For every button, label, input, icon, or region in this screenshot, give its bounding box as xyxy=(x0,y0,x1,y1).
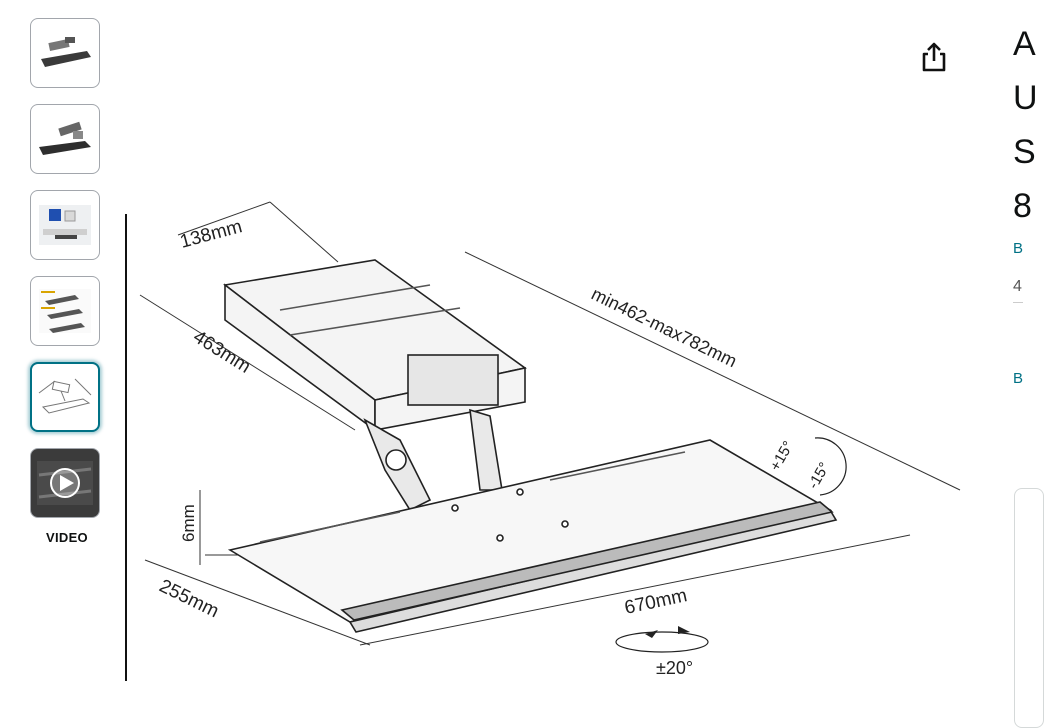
dim-tilt-down: -15° xyxy=(805,460,834,492)
dim-tray-depth: 255mm xyxy=(156,576,222,623)
dim-bracket-width: 138mm xyxy=(178,216,245,253)
keyboard-tray-photo-1 xyxy=(41,37,91,67)
dim-extension: min462-max782mm xyxy=(588,284,740,372)
thumbnail-video[interactable] xyxy=(30,448,100,518)
secondary-link[interactable]: B xyxy=(1013,370,1024,387)
thumbnail-3[interactable] xyxy=(30,190,100,260)
share-icon[interactable] xyxy=(917,40,951,74)
dimension-diagram-thumb xyxy=(38,378,92,414)
video-label: VIDEO xyxy=(46,530,88,545)
product-title-line-1: A xyxy=(1013,25,1036,63)
thumbnail-1[interactable] xyxy=(30,18,100,88)
thumbnail-4[interactable] xyxy=(30,276,100,346)
dim-tilt-up: +15° xyxy=(767,438,797,474)
buy-box xyxy=(1014,488,1044,728)
dim-thickness: 6mm xyxy=(179,504,198,542)
product-title-line-2: U xyxy=(1013,79,1038,117)
image-viewer-divider xyxy=(125,214,127,681)
dim-swivel: ±20° xyxy=(656,658,693,678)
office-scene-photo xyxy=(39,205,91,245)
thumbnail-5[interactable] xyxy=(30,362,100,432)
main-product-image: 138mm 463mm min462-max782mm +15° -15° 6m… xyxy=(139,201,961,678)
rating-fragment: 4 xyxy=(1013,278,1022,295)
product-title-line-4: 8 xyxy=(1013,187,1032,225)
brand-link[interactable]: B xyxy=(1013,240,1024,257)
feature-steps-photo xyxy=(39,289,91,333)
thumbnail-2[interactable] xyxy=(30,104,100,174)
section-divider xyxy=(1013,302,1023,303)
keyboard-tray-photo-2 xyxy=(39,121,91,155)
product-title-line-3: S xyxy=(1013,133,1036,171)
play-icon xyxy=(37,461,93,505)
